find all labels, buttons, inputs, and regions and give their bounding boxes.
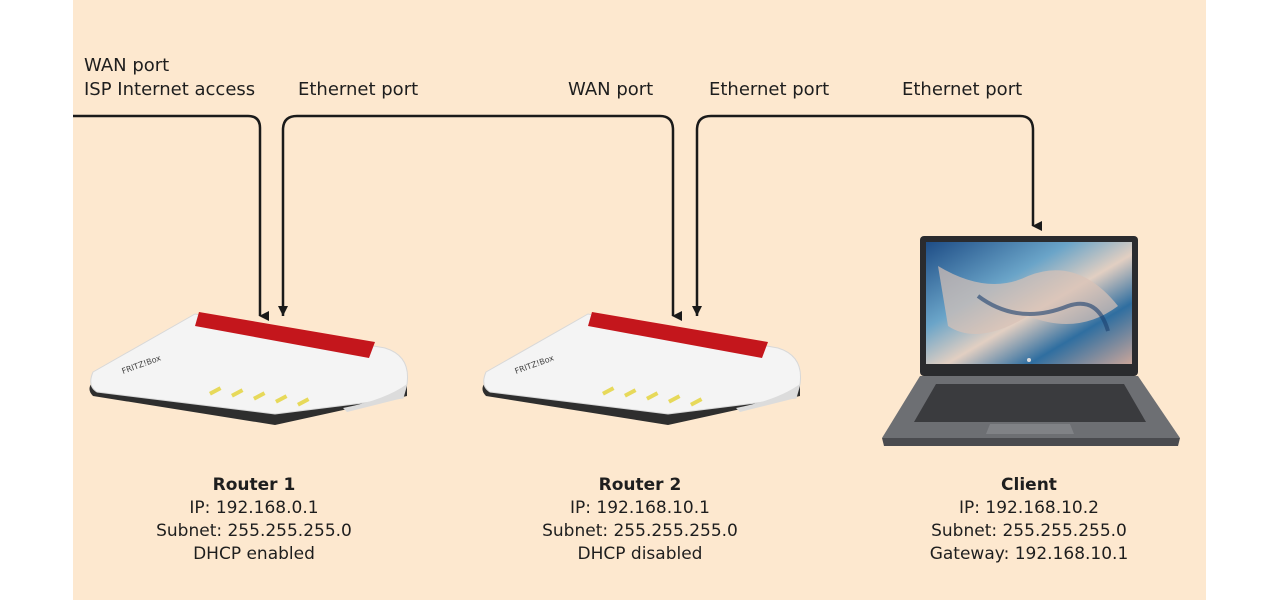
router-1-title: Router 1 — [212, 475, 296, 495]
client-subnet: Subnet: 255.255.255.0 — [931, 521, 1127, 541]
router-2-dhcp: DHCP disabled — [577, 544, 703, 564]
router2-ethernet-label: Ethernet port — [709, 79, 830, 100]
isp-access-label: ISP Internet access — [84, 79, 256, 100]
router1-ethernet-label: Ethernet port — [298, 79, 419, 100]
router-1-ip: IP: 192.168.0.1 — [189, 498, 319, 518]
router-2-subnet: Subnet: 255.255.255.0 — [542, 521, 738, 541]
isp-to-router1-wire — [73, 114, 269, 321]
laptop-icon — [882, 236, 1180, 446]
router-2-ip: IP: 192.168.10.1 — [570, 498, 710, 518]
router2-wan-label: WAN port — [568, 79, 654, 100]
client-ethernet-label: Ethernet port — [902, 79, 1023, 100]
router-2-caption: Router 2 IP: 192.168.10.1 Subnet: 255.25… — [520, 474, 760, 566]
router-1-dhcp: DHCP enabled — [193, 544, 315, 564]
router2-to-client-wire — [695, 114, 1042, 316]
wan-port-label: WAN port — [84, 55, 170, 76]
router-1-subnet: Subnet: 255.255.255.0 — [156, 521, 352, 541]
router-1-icon: FRITZ!Box — [89, 312, 409, 425]
router-2-title: Router 2 — [598, 475, 682, 495]
router-2-icon: FRITZ!Box — [482, 312, 802, 425]
client-title: Client — [1001, 475, 1057, 495]
client-caption: Client IP: 192.168.10.2 Subnet: 255.255.… — [904, 474, 1154, 566]
router-1-caption: Router 1 IP: 192.168.0.1 Subnet: 255.255… — [130, 474, 378, 566]
router1-to-router2-wire — [281, 114, 682, 321]
router1-wan-label: WAN port ISP Internet access — [84, 54, 255, 102]
client-ip: IP: 192.168.10.2 — [959, 498, 1099, 518]
client-gateway: Gateway: 192.168.10.1 — [929, 544, 1129, 564]
